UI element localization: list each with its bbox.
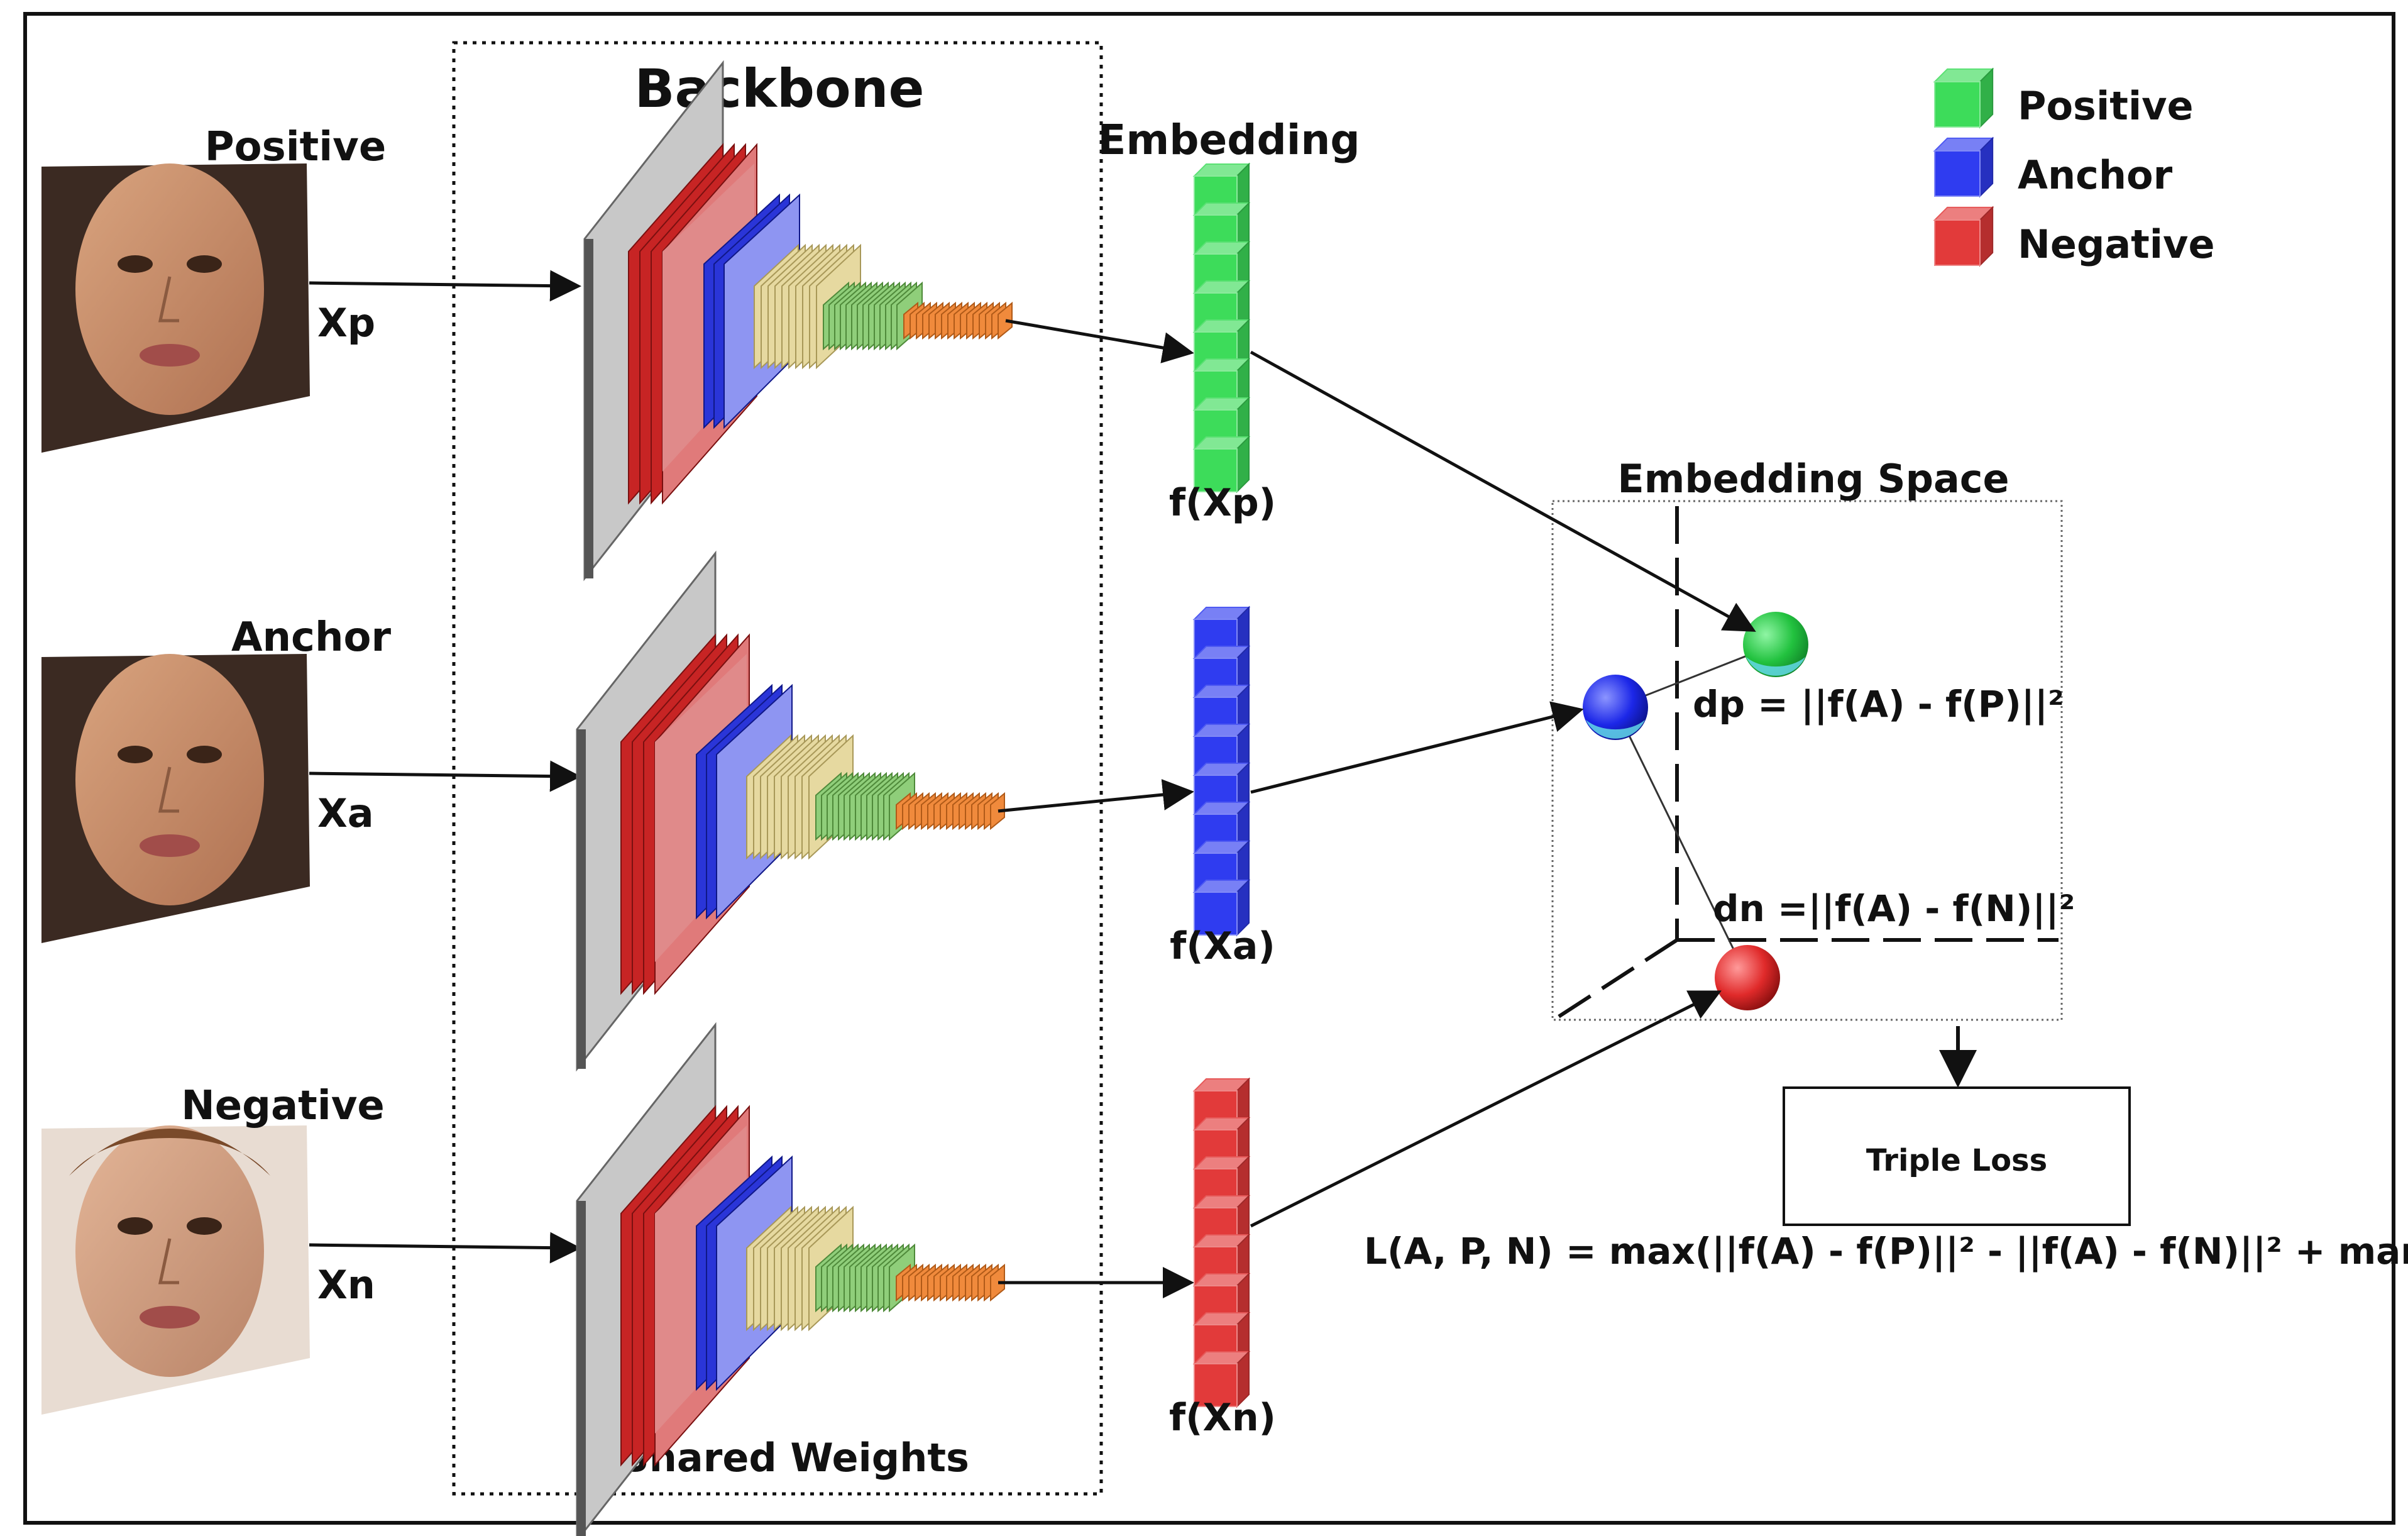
positive-label: Positive — [205, 124, 387, 170]
negative-output-label: f(Xn) — [1169, 1396, 1276, 1440]
arrow-positive-to-space — [1250, 350, 1756, 632]
anchor-face-image — [41, 654, 310, 943]
positive-input-arrow — [309, 270, 581, 302]
positive-face-image — [41, 163, 310, 453]
positive-point — [1743, 612, 1808, 677]
arrow-anchor-to-space — [1250, 701, 1584, 794]
dn-formula: dn =||f(A) - f(N)||² — [1713, 887, 2075, 930]
negative-embedding-vector — [1192, 1077, 1251, 1408]
arrow-negative-to-space — [1250, 990, 1722, 1228]
anchor-embedding-cell — [1192, 878, 1251, 937]
anchor-to-embedding-arrow — [998, 779, 1194, 813]
legend-label-anchor: Anchor — [2018, 152, 2173, 198]
anchor-point-highlight — [1586, 720, 1645, 739]
triple-loss-label: Triple Loss — [1866, 1143, 2047, 1178]
backbone-title: Backbone — [635, 58, 925, 119]
positive-input-label: Xp — [317, 300, 375, 346]
negative-point — [1715, 945, 1780, 1010]
legend-label-positive: Positive — [2018, 83, 2194, 129]
anchor-label: Anchor — [231, 614, 392, 661]
outer-frame — [23, 12, 2395, 1525]
negative-input-label: Xn — [317, 1262, 375, 1308]
legend-swatch-anchor — [1933, 136, 1994, 198]
anchor-embedding-vector — [1192, 605, 1251, 937]
shared-weights-region — [452, 41, 1103, 1496]
triple-loss-box — [1783, 1086, 2131, 1226]
shared-weights-label: Shared Weights — [621, 1435, 969, 1481]
embedding-space-title: Embedding Space — [1617, 456, 2009, 502]
z-axis — [1554, 938, 1678, 1020]
negative-face-image — [41, 1125, 310, 1415]
positive-embedding-cell — [1192, 435, 1251, 494]
anchor-input-arrow — [309, 760, 581, 792]
negative-label: Negative — [181, 1083, 385, 1129]
anchor-point — [1583, 675, 1648, 740]
embedding-title: Embedding — [1097, 116, 1360, 164]
legend-swatch-positive — [1933, 67, 1994, 129]
legend-swatch-negative — [1933, 206, 1994, 267]
negative-embedding-cell — [1192, 1350, 1251, 1408]
embedding-space-box — [1551, 500, 2063, 1021]
loss-formula: L(A, P, N) = max(||f(A) - f(P)||² - ||f(… — [1364, 1230, 2408, 1273]
anchor-output-label: f(Xa) — [1170, 924, 1275, 968]
embedding-space: Embedding Space dp = ||f(A) - f(P)||² dn… — [1551, 456, 2075, 1021]
positive-output-label: f(Xp) — [1169, 481, 1276, 525]
anchor-input-label: Xa — [317, 790, 374, 836]
legend-label-negative: Negative — [2018, 221, 2215, 267]
positive-to-embedding-arrow — [1005, 319, 1194, 363]
anchor-negative-link — [1614, 707, 1749, 978]
positive-embedding-vector — [1192, 162, 1251, 494]
negative-backbone-cnn — [576, 1022, 1005, 1536]
positive-point-highlight — [1746, 657, 1805, 676]
anchor-backbone-cnn — [576, 550, 1005, 1072]
positive-backbone-cnn — [583, 60, 1013, 582]
dp-formula: dp = ||f(A) - f(P)||² — [1693, 683, 2064, 726]
negative-input-arrow — [309, 1232, 581, 1264]
